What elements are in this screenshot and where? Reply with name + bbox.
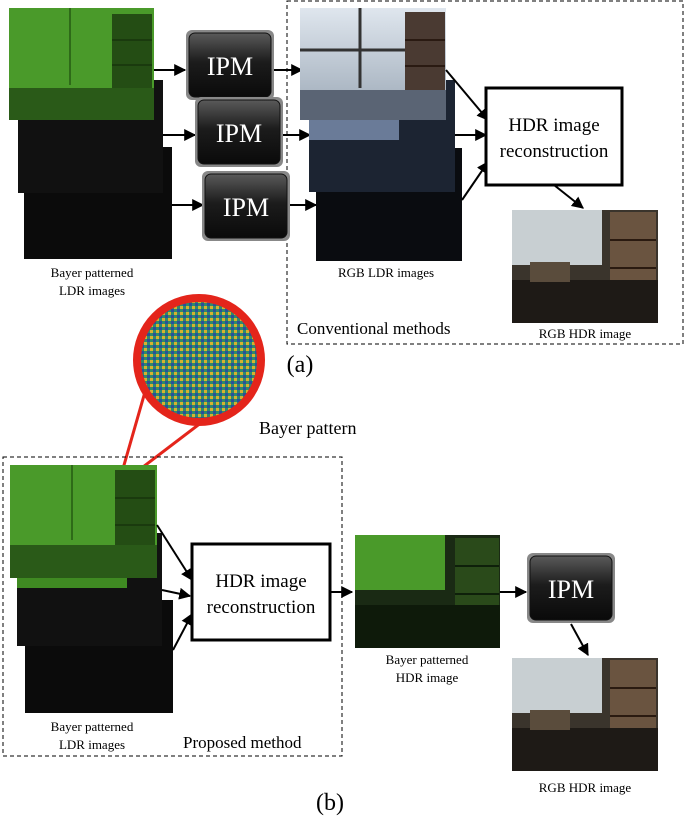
ipm-chip-a1: IPM bbox=[185, 29, 275, 101]
panel-b-letter: (b) bbox=[316, 790, 344, 816]
hdr-box-a-line1: HDR image bbox=[508, 115, 599, 136]
bayer-pattern-label: Bayer pattern bbox=[259, 418, 356, 438]
input-label-a-line2: LDR images bbox=[59, 283, 125, 298]
ipm-a1-label: IPM bbox=[207, 52, 253, 81]
panel-b: Bayer patterned LDR images HDR image rec… bbox=[2, 456, 658, 816]
hdr-box-b-line2: reconstruction bbox=[207, 597, 316, 618]
ipm-chip-b: IPM bbox=[526, 552, 616, 624]
ipm-b-label: IPM bbox=[548, 575, 594, 604]
rgb-hdr-label-b: RGB HDR image bbox=[539, 780, 632, 795]
rgb-frame-1-desk bbox=[300, 90, 446, 120]
hdr-box-a-line2: reconstruction bbox=[500, 141, 609, 162]
rgb-hdr-label-a: RGB HDR image bbox=[539, 326, 632, 341]
ipm-a3-label: IPM bbox=[223, 193, 269, 222]
ldr-frame-1-desk bbox=[9, 88, 154, 120]
ipm-a2-label: IPM bbox=[216, 119, 262, 148]
rgb-hdr-output-b bbox=[512, 658, 658, 771]
ipm-chip-a2: IPM bbox=[194, 96, 284, 168]
conventional-methods-box bbox=[286, 0, 684, 345]
panel-a: Bayer patterned LDR images IPM IPM IPM bbox=[9, 0, 684, 378]
bayer-zoom-circle bbox=[133, 294, 265, 426]
rgb-hdr-output-a bbox=[512, 210, 658, 323]
ipm-chip-a3: IPM bbox=[201, 170, 291, 242]
hdr-reconstruction-box-b bbox=[190, 542, 332, 642]
bayer-hdr-label-line1: Bayer patterned bbox=[386, 652, 469, 667]
hdr-reconstruction-box-a bbox=[484, 86, 624, 187]
proposed-method-label: Proposed method bbox=[183, 733, 302, 752]
input-label-b-line2: LDR images bbox=[59, 737, 125, 752]
bayer-hdr-label-line2: HDR image bbox=[396, 670, 459, 685]
input-label-a-line1: Bayer patterned bbox=[51, 265, 134, 280]
bayer-zoom-callout: Bayer pattern bbox=[111, 294, 356, 493]
rgb-ldr-label: RGB LDR images bbox=[338, 265, 434, 280]
panel-a-letter: (a) bbox=[287, 352, 314, 378]
bayer-ldr-stack-a bbox=[9, 8, 172, 259]
bayer-ldr-stack-b bbox=[10, 465, 173, 713]
input-label-b-line1: Bayer patterned bbox=[51, 719, 134, 734]
conventional-methods-label: Conventional methods bbox=[297, 319, 450, 338]
bayer-hdr-image bbox=[355, 535, 500, 648]
hdr-box-b-line1: HDR image bbox=[215, 571, 306, 592]
proposed-method-box bbox=[2, 456, 343, 757]
rgb-ldr-stack bbox=[300, 8, 462, 261]
